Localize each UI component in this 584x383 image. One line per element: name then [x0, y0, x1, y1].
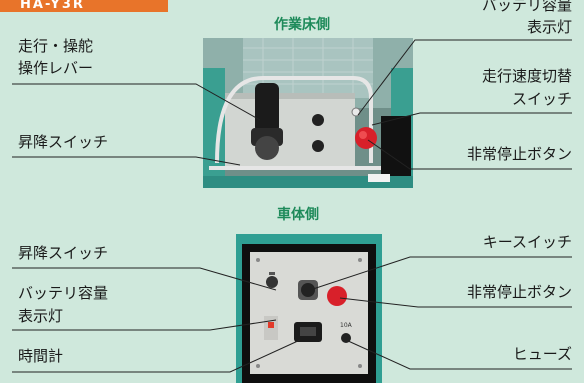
label-travel-steer-lever-2: 操作レバー [18, 59, 94, 77]
label-speed-switch-2: スイッチ [511, 90, 572, 108]
section-title-platform: 作業床側 [274, 17, 330, 33]
platform-control-illustration [203, 38, 413, 188]
label-battery-bottom-2: 表示灯 [18, 307, 64, 325]
label-speed-switch-1: 走行速度切替 [481, 67, 572, 85]
leader-lift-bottom [12, 267, 277, 291]
label-battery-top-1: バッテリ容量 [481, 0, 572, 14]
label-estop-bottom: 非常停止ボタン [466, 283, 572, 301]
leader-battery-bottom [12, 319, 277, 331]
leader-key-switch [309, 256, 572, 291]
label-battery-bottom-1: バッテリ容量 [18, 284, 109, 302]
chassis-control-illustration: 10A [236, 234, 382, 383]
leader-battery-top [357, 39, 572, 116]
leader-estop-bottom [339, 297, 572, 308]
label-lift-switch-top: 昇降スイッチ [18, 133, 109, 151]
leader-speed-switch [371, 112, 572, 126]
label-battery-top-2: 表示灯 [526, 18, 572, 36]
label-fuse: ヒューズ [512, 345, 572, 363]
fuse-rating-text: 10A [340, 322, 353, 329]
leader-hour-meter [12, 339, 301, 373]
label-hour-meter: 時間計 [18, 347, 64, 365]
label-travel-steer-lever-1: 走行・操舵 [18, 37, 94, 55]
label-lift-switch-bottom: 昇降スイッチ [18, 244, 109, 262]
leader-estop-top [367, 139, 572, 170]
label-key-switch: キースイッチ [482, 233, 572, 251]
platform-control-photo [203, 38, 413, 188]
leader-lever [12, 83, 261, 121]
model-tag: HA-Y3R [0, 0, 168, 12]
section-title-chassis: 車体側 [277, 207, 319, 223]
leader-lift-top [12, 156, 241, 166]
label-estop-top: 非常停止ボタン [466, 145, 572, 163]
leader-fuse [345, 339, 572, 370]
chassis-control-photo: 10A [236, 234, 382, 383]
